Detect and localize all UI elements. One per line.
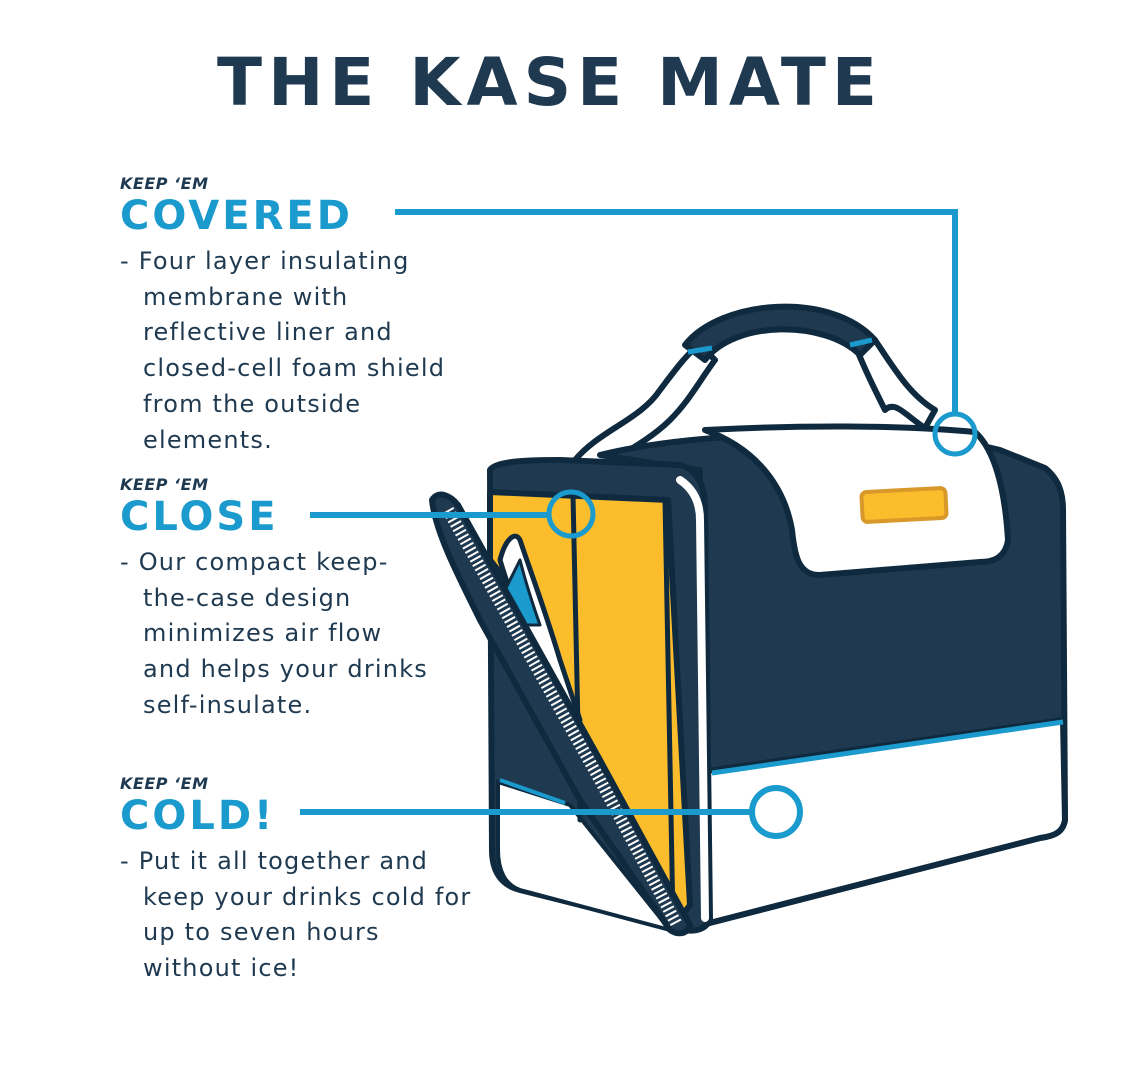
section-heading: COLD! [120,793,276,839]
section-kicker: KEEP ‘EM [120,774,209,793]
bag-lid [702,423,1011,578]
handle-strap [572,342,718,471]
section-heading: COVERED [120,193,353,239]
callout-marker-covered [932,411,978,457]
bag-bottom-band [687,717,1068,931]
handle-grip [682,303,878,363]
section-body: - Our compact keep-the-case design minim… [120,548,428,719]
section-body: - Put it all together and keep your drin… [120,847,472,983]
page-title: THE KASE MATE [217,44,883,121]
handle-strap-right [852,337,938,431]
callout-line-covered [395,209,958,414]
callout-marker-close [546,489,596,539]
section-close: KEEP ‘EM CLOSE - Our compact keep-the-ca… [120,475,480,724]
section-heading: CLOSE [120,494,279,540]
section-kicker: KEEP ‘EM [120,475,209,494]
logo-patch [859,486,949,524]
section-kicker: KEEP ‘EM [120,174,209,193]
front-bottom-white [496,780,672,932]
section-cold: KEEP ‘EM COLD! - Put it all together and… [120,774,480,987]
callout-marker-cold [749,785,803,839]
section-covered: KEEP ‘EM COVERED - Four layer insulating… [120,174,480,458]
section-body: - Four layer insulating membrane with re… [120,247,446,454]
